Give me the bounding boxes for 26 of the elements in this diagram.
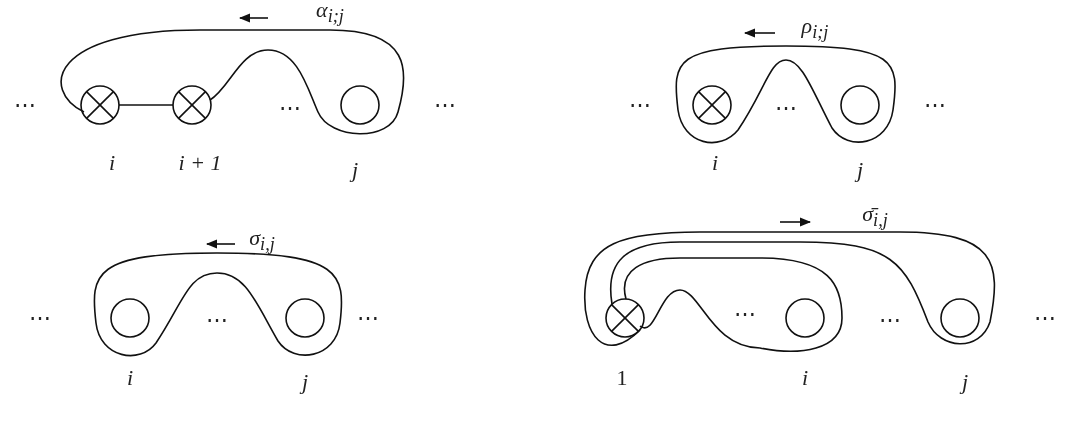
curve-label: σ$_{i,j}$ bbox=[249, 226, 275, 254]
index-label: j bbox=[961, 371, 969, 393]
ellipsis: ⋯ bbox=[879, 309, 901, 331]
ellipsis: ⋯ bbox=[1034, 307, 1056, 329]
index-label: j bbox=[301, 371, 309, 393]
index-label: j bbox=[856, 159, 864, 181]
index-label: i bbox=[711, 152, 719, 174]
ellipsis: ⋯ bbox=[924, 94, 946, 116]
ellipsis: ⋯ bbox=[357, 307, 379, 329]
index-label: i bbox=[126, 367, 134, 389]
ellipsis: ⋯ bbox=[734, 303, 756, 325]
ellipsis: ⋯ bbox=[629, 94, 651, 116]
index-label: j bbox=[351, 159, 359, 181]
ellipsis: ⋯ bbox=[29, 307, 51, 329]
index-label: 1 bbox=[616, 367, 628, 389]
curve-label: ρ$_{i;j}$ bbox=[801, 14, 829, 42]
curve-label: α$_{i;j}$ bbox=[316, 0, 344, 26]
ellipsis: ⋯ bbox=[434, 94, 456, 116]
ellipsis: ⋯ bbox=[775, 97, 797, 119]
index-label: i bbox=[108, 152, 116, 174]
ellipsis: ⋯ bbox=[279, 97, 301, 119]
index-label: i bbox=[801, 367, 809, 389]
index-label: i + 1 bbox=[178, 152, 222, 174]
ellipsis: ⋯ bbox=[206, 309, 228, 331]
curve-label: σ̄$_{i,j}$ bbox=[862, 202, 888, 230]
ellipsis: ⋯ bbox=[14, 94, 36, 116]
